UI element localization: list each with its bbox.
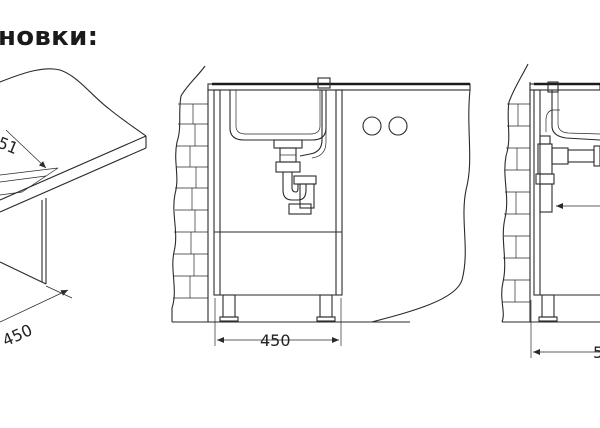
outlet-circle	[388, 116, 408, 136]
dimension-label-depth: 51	[0, 133, 21, 158]
brick-wall	[171, 65, 209, 322]
outlet-circle	[362, 116, 382, 136]
page-title: новки:	[0, 22, 99, 52]
cabinet-right	[533, 89, 600, 322]
cabinet	[213, 89, 343, 322]
front-view: 450	[171, 65, 471, 350]
dimension-depth: 51	[0, 129, 47, 169]
dimension-label-cabinet-width: 450	[260, 331, 291, 350]
dimension-cabinet-width: 450	[214, 298, 342, 350]
dimension-label-right-width: 5	[593, 343, 600, 362]
countertop	[0, 68, 147, 213]
dimension-width-perspective: 450	[0, 285, 73, 350]
siphon	[273, 139, 317, 215]
wall-outlets	[342, 89, 471, 323]
drain-pump	[535, 109, 600, 213]
sink-bowl	[229, 90, 327, 141]
side-view: 5	[501, 63, 600, 362]
overflow-fitting	[299, 77, 331, 159]
brick-wall-right	[501, 63, 531, 323]
sink-bowl-right	[547, 81, 600, 141]
worktop	[207, 82, 471, 91]
worktop-right	[529, 82, 600, 91]
cabinet-side	[0, 198, 47, 285]
dimension-right-width: 5	[530, 300, 600, 362]
perspective-view: 51 450	[0, 68, 147, 350]
dimension-label-width-perspective: 450	[0, 320, 35, 350]
